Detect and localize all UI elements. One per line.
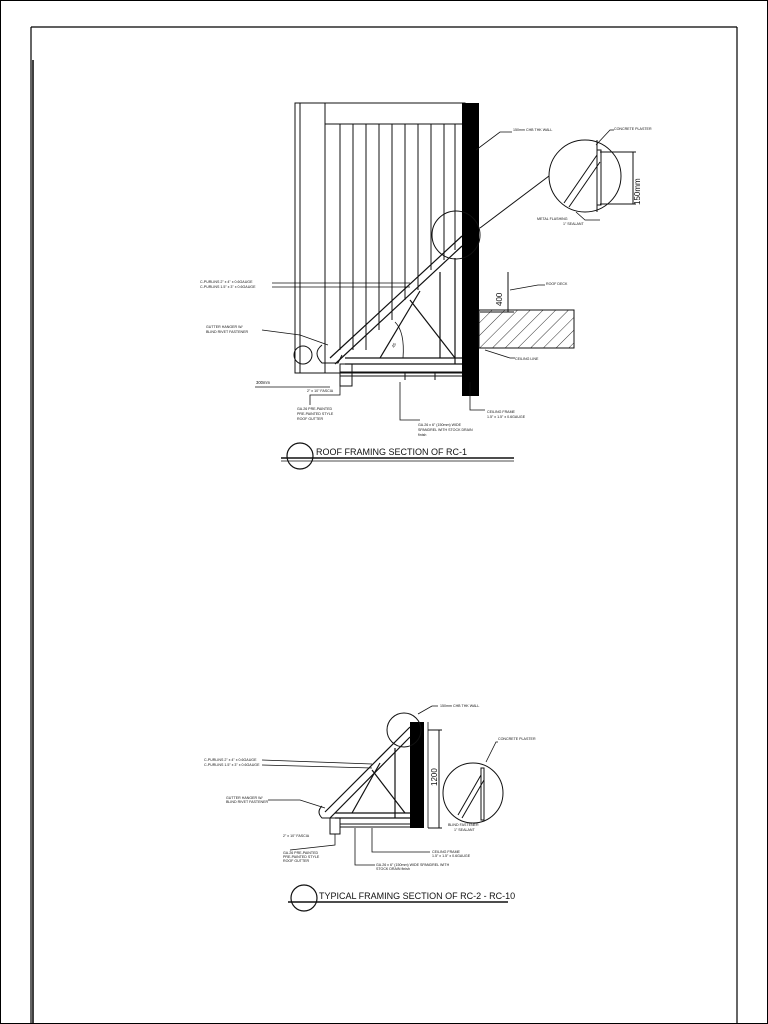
label-gutter-2-2: PRE-PAINTED STYLE xyxy=(283,855,320,859)
label-flashing-2-2: 1" SEALANT xyxy=(454,828,475,832)
label-fascia: 2" x 10" FASCIA xyxy=(307,389,334,393)
detail-rc1: 150mm CHB THK WALL CONCRETE PLASTER META… xyxy=(200,102,652,470)
label-purlins-2-2: C-PURLINS 1.5" x 3" x 0.6GAUGE xyxy=(204,763,260,767)
label-purlins-2: C-PURLINS 1.5" x 3" x 0.6GAUGE xyxy=(200,285,256,289)
detail2-title-block xyxy=(288,884,508,912)
dim-1200: 1200 xyxy=(430,768,439,786)
label-purlins-1: C-PURLINS 2" x 4" x 0.6GAUGE xyxy=(200,280,253,284)
label-gutter-2-3: ROOF GUTTER xyxy=(283,859,310,863)
detail1-title: ROOF FRAMING SECTION OF RC-1 xyxy=(316,447,467,457)
label-gutter-1: GA.26 PRE-PAINTED xyxy=(297,407,332,411)
chb-wall-2 xyxy=(410,722,424,828)
label-gutter-3: ROOF GUTTER xyxy=(297,417,324,421)
flashing-callout-circle xyxy=(431,210,481,260)
roof-truss xyxy=(329,235,463,365)
flashing-detail-bubble xyxy=(479,139,636,229)
label-soffit-1: GA.26 x 6" (150mm) WIDE xyxy=(418,423,462,427)
detail2-title: TYPICAL FRAMING SECTION OF RC-2 - RC-10 xyxy=(319,891,515,901)
label-plaster: CONCRETE PLASTER xyxy=(614,127,652,131)
label-fascia-2: 2" x 10" FASCIA xyxy=(283,834,310,838)
dim-150: 150mm xyxy=(633,178,642,205)
label-ceiling-frame-2-2: 1.5" x 1.5" x 0.6GAUGE xyxy=(432,854,471,858)
roof-truss-2 xyxy=(324,726,411,819)
dim-300: 300mm xyxy=(256,380,270,385)
flashing-detail-bubble-2 xyxy=(442,762,504,824)
label-gutter-2: PRE-PAINTED STYLE xyxy=(297,412,334,416)
angle-arc xyxy=(394,321,404,359)
label-gutter-hanger-1: GUTTER HANGER W/ xyxy=(206,325,243,329)
label-ceiling-frame-2-1: CEILING FRAME xyxy=(432,850,461,854)
wall-elevation xyxy=(294,102,466,374)
dim-1200-lines xyxy=(428,729,442,829)
flashing-callout-circle-2 xyxy=(386,712,422,748)
label-wall-2: 150mm CHB THK WALL xyxy=(440,704,479,708)
label-flashing-2-1: BLIND FASTENER xyxy=(448,823,479,827)
dim-400-lines xyxy=(480,272,514,313)
label-gutter-2-1: GA.26 PRE-PAINTED xyxy=(283,851,318,855)
soffit-2 xyxy=(318,805,410,835)
chb-wall xyxy=(462,103,479,396)
label-wall: 150mm CHB THK WALL xyxy=(513,128,552,132)
label-gutter-hanger-2-2: BLIND RIVET FASTENER xyxy=(226,800,268,804)
label-ceiling-frame-1: CEILING FRAME xyxy=(487,410,516,414)
label-plaster-2: CONCRETE PLASTER xyxy=(498,737,536,741)
soffit xyxy=(339,363,462,387)
label-flashing-sub: 1" SEALANT xyxy=(563,222,584,226)
label-roof-deck: ROOF DECK xyxy=(546,282,568,286)
label-soffit-2-1: GA.26 x 6" (150mm) WIDE SPANDREL WITH xyxy=(376,863,450,867)
label-gutter-hanger-2: BLIND RIVET FASTENER xyxy=(206,330,248,334)
label-soffit-2-2: STOCK DRAIN finish xyxy=(376,867,410,871)
leader-lines xyxy=(255,129,614,421)
label-ceiling-frame-2: 1.5" x 1.5" x 0.6GAUGE xyxy=(487,415,526,419)
label-soffit-3: finish xyxy=(418,433,426,437)
leader-lines-2 xyxy=(261,705,498,866)
label-gutter-hanger-2-1: GUTTER HANGER W/ xyxy=(226,796,263,800)
detail1-title-block xyxy=(281,442,514,470)
label-metal-flashing: METAL FLASHING xyxy=(537,217,568,221)
gutter-detail xyxy=(293,344,343,365)
dim-400: 400 xyxy=(495,292,504,306)
detail-rc2: 150mm CHB THK WALL CONCRETE PLASTER 1200… xyxy=(204,704,536,912)
label-ceiling-line: CEILING LINE xyxy=(515,357,539,361)
label-soffit-2: SPANDREL WITH STOCK DRAIN xyxy=(418,428,473,432)
label-purlins-2-1: C-PURLINS 2" x 4" x 0.6GAUGE xyxy=(204,758,257,762)
roof-deck-slab xyxy=(478,309,575,349)
angle-45: 45 xyxy=(391,341,398,348)
